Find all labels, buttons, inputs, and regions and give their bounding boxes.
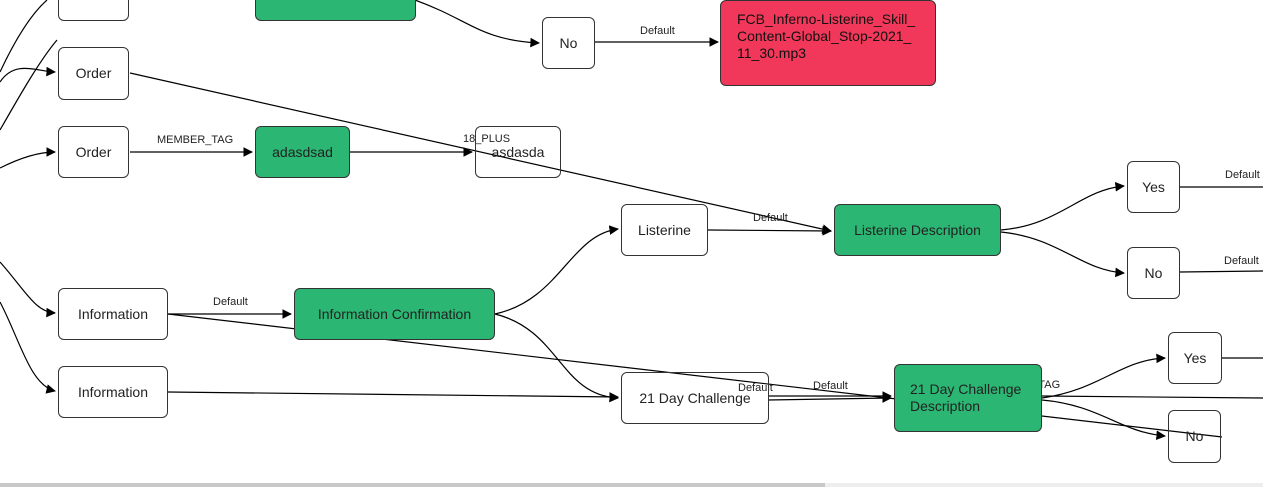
flow-node-21-day-challenge-description[interactable]: 21 Day Challenge Description xyxy=(894,364,1042,432)
horizontal-scrollbar-thumb[interactable] xyxy=(0,483,825,487)
edge-top-left-1[interactable] xyxy=(0,39,58,131)
flow-node-no-2[interactable]: No xyxy=(1168,410,1221,463)
edge-label-no1-default: Default xyxy=(1224,255,1259,267)
edge-label-listerine-default: Default xyxy=(753,212,788,224)
flow-node-information-1[interactable]: Information xyxy=(58,288,168,340)
flow-node-no-top[interactable]: No xyxy=(542,17,595,69)
flow-node-fcb-audio[interactable]: FCB_Inferno-Listerine_Skill_ Content-Glo… xyxy=(720,0,936,86)
edge-to-information-1[interactable] xyxy=(0,261,56,318)
edge-label-member-tag: MEMBER_TAG xyxy=(157,134,233,146)
flow-node-yes-1[interactable]: Yes xyxy=(1127,161,1180,213)
edge-description-to-yes1[interactable] xyxy=(1000,182,1125,231)
flow-node-asdasda[interactable]: asdasda xyxy=(475,126,561,178)
flow-node-no-1[interactable]: No xyxy=(1127,247,1180,299)
edge-label-18-plus: 18_PLUS xyxy=(463,133,510,145)
edge-label-no-default: Default xyxy=(640,25,675,37)
edge-description2-out[interactable] xyxy=(1041,395,1263,399)
flow-node-order-2[interactable]: Order xyxy=(58,126,129,178)
flow-node-yes-2[interactable]: Yes xyxy=(1168,332,1222,384)
flow-node-21-day-challenge[interactable]: 21 Day Challenge xyxy=(621,372,769,424)
edge-to-order-1[interactable] xyxy=(0,66,56,83)
flow-node-listerine-description[interactable]: Listerine Description xyxy=(834,204,1001,256)
edge-information2-to-challenge[interactable] xyxy=(167,391,619,402)
flow-node-listerine[interactable]: Listerine xyxy=(621,204,708,256)
edge-order1-to-listerine-description[interactable] xyxy=(129,72,832,234)
edge-label-yes1-default: Default xyxy=(1225,169,1260,181)
edge-green-to-no[interactable] xyxy=(414,0,540,48)
edge-label-information-default: Default xyxy=(213,296,248,308)
flow-node-top-partial[interactable] xyxy=(58,0,129,21)
flow-node-order-1[interactable]: Order xyxy=(58,47,129,100)
edge-label-challenge-default-2: Default xyxy=(813,380,848,392)
flow-node-top-green-partial[interactable] xyxy=(255,0,416,21)
edge-description2-to-no2[interactable] xyxy=(1041,399,1166,441)
edge-to-information-2[interactable] xyxy=(0,301,56,394)
edge-description-to-no1[interactable] xyxy=(1000,231,1125,278)
edge-to-order-2[interactable] xyxy=(0,147,56,169)
flow-node-information-2[interactable]: Information xyxy=(58,366,168,418)
flow-node-adasdsad[interactable]: adasdsad xyxy=(255,126,350,178)
edge-label-challenge-default-1: Default xyxy=(738,382,773,394)
edge-description2-to-yes2[interactable] xyxy=(1041,353,1166,399)
edge-challenge-to-description-2[interactable] xyxy=(767,393,892,403)
horizontal-scrollbar[interactable] xyxy=(0,483,1263,487)
edge-confirmation-to-listerine[interactable] xyxy=(494,225,619,315)
flow-node-information-confirmation[interactable]: Information Confirmation xyxy=(294,288,495,340)
edge-top-left-2[interactable] xyxy=(0,0,48,73)
edge-confirmation-to-challenge[interactable] xyxy=(494,313,619,403)
edge-no1-out[interactable] xyxy=(1179,270,1263,273)
edge-listerine-to-description[interactable] xyxy=(707,226,832,236)
